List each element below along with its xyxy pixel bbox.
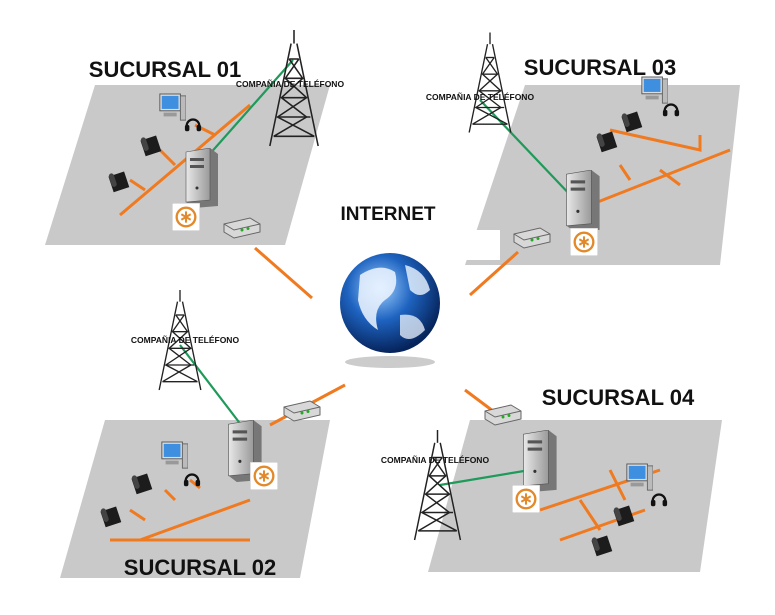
branch-04-title: SUCURSAL 04: [542, 385, 695, 410]
lan-lines: [110, 103, 731, 542]
branch-04-tower-label: COMPAÑIA DE TELÉFONO: [381, 455, 490, 465]
branch-04-plate: [428, 420, 722, 572]
branch-03-title: SUCURSAL 03: [524, 55, 676, 80]
computer-icon: [161, 441, 188, 469]
pbx-icon: [570, 228, 598, 256]
tower-icon: [468, 31, 512, 134]
server-icon: [185, 148, 219, 208]
server-icon: [523, 430, 558, 492]
computer-icon: [641, 76, 668, 104]
branch-01-tower-label: COMPAÑIA DE TELÉFONO: [236, 79, 345, 89]
router-icon: [283, 400, 321, 422]
branch-02-tower-label: COMPAÑIA DE TELÉFONO: [131, 335, 240, 345]
branch-03-tower-label: COMPAÑIA DE TELÉFONO: [426, 92, 535, 102]
phone-lines: [179, 59, 576, 487]
computer-icon: [159, 93, 186, 121]
server-icon: [566, 170, 601, 232]
internet-globe-icon: [340, 253, 440, 368]
branch-01-title: SUCURSAL 01: [89, 57, 241, 82]
branch-02-title: SUCURSAL 02: [124, 555, 276, 580]
pbx-icon: [512, 485, 540, 513]
pbx-icon: [250, 462, 278, 490]
branch-03-plate: [465, 85, 740, 265]
internet-label: INTERNET: [341, 204, 436, 225]
computer-icon: [626, 463, 653, 491]
pbx-icon: [172, 203, 200, 231]
